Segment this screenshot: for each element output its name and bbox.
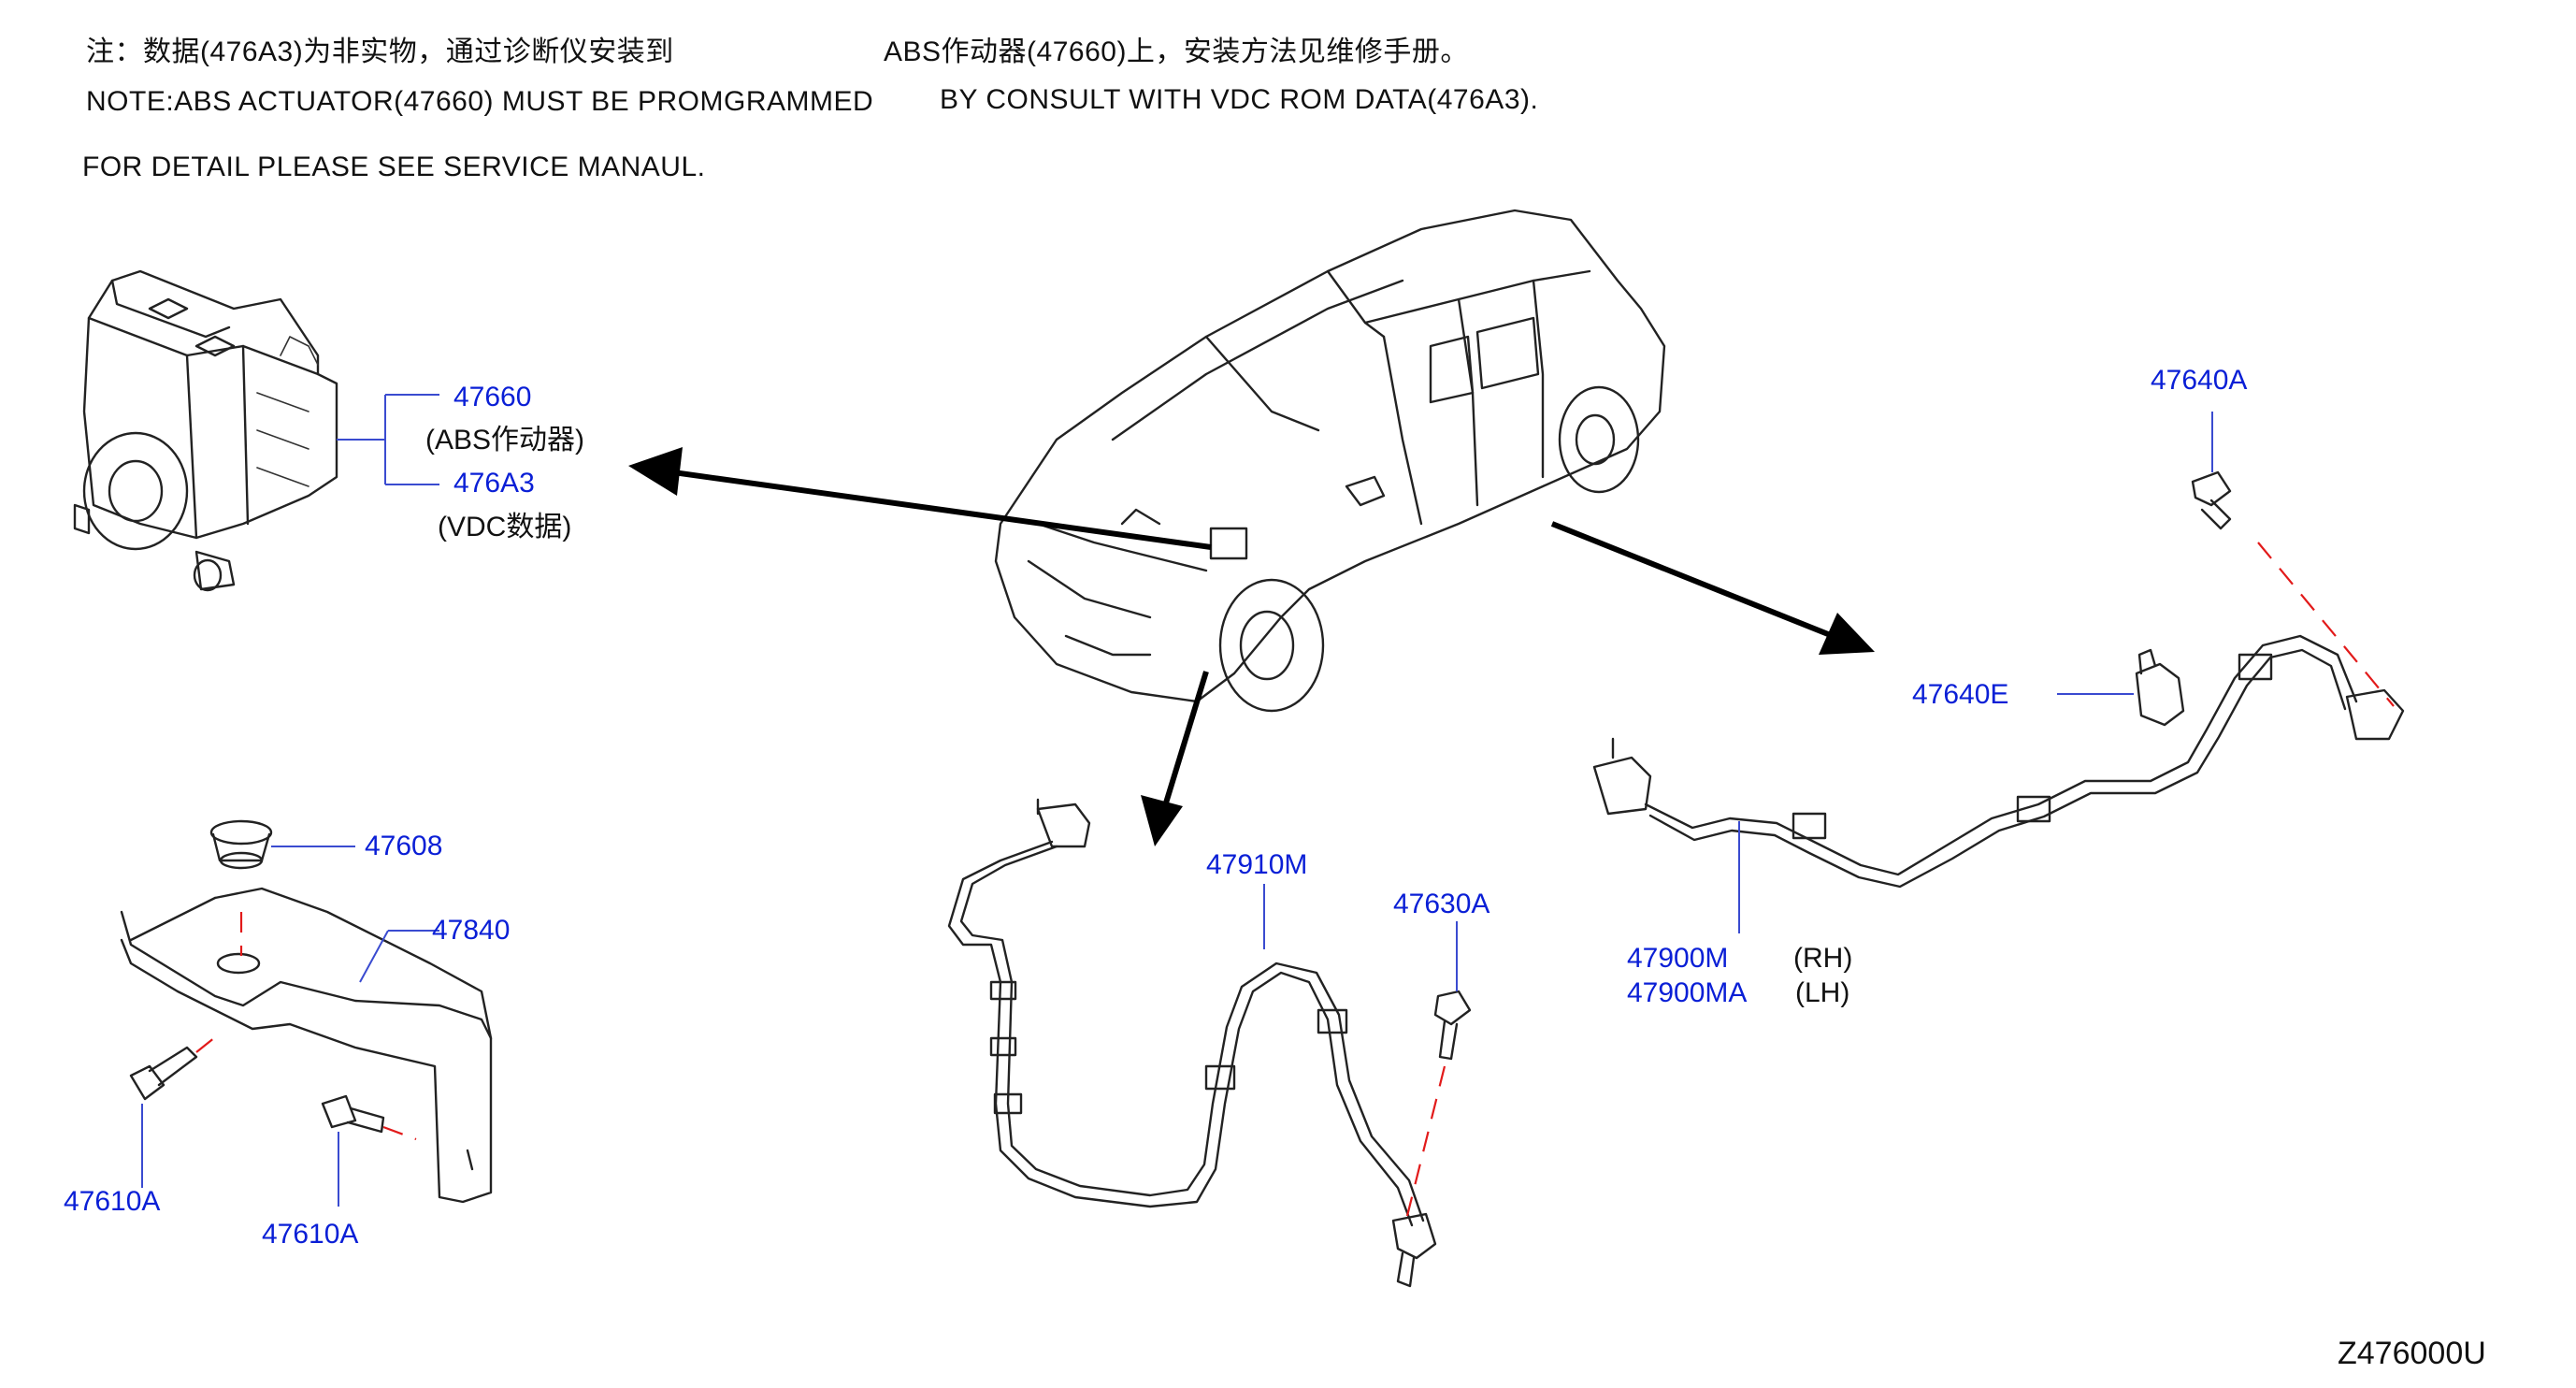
- part-desc-abs-actuator: (ABS作动器): [425, 425, 585, 455]
- note-english-line1-part2: BY CONSULT WITH VDC ROM DATA(476A3).: [940, 84, 1539, 115]
- bracket-drawing: [120, 887, 493, 1204]
- part-number-rear-sensor-rh: 47900M: [1627, 943, 1729, 974]
- front-sensor-drawing: [947, 798, 1437, 1288]
- part-number-front-sensor: 47910M: [1206, 849, 1308, 880]
- part-number-vdc-data: 476A3: [453, 468, 535, 499]
- part-desc-vdc-data: (VDC数据): [438, 512, 572, 542]
- part-number-grommet: 47608: [365, 831, 443, 861]
- diagram-code: Z476000U: [2338, 1336, 2486, 1371]
- grommet-drawing: [209, 819, 273, 870]
- part-number-rear-sensor-lh: 47900MA: [1627, 977, 1748, 1008]
- abs-actuator-drawing: [73, 269, 338, 592]
- front-bolt-drawing: [1433, 990, 1472, 1061]
- note-chinese-part1: 注：数据(476A3)为非实物，通过诊断仪安装到: [86, 36, 674, 67]
- part-number-bracket: 47840: [432, 915, 511, 946]
- rear-clip-drawing: [2135, 648, 2185, 727]
- part-number-rear-bolt: 47640A: [2151, 365, 2248, 396]
- note-english-line2: FOR DETAIL PLEASE SEE SERVICE MANAUL.: [82, 152, 706, 182]
- vehicle-drawing: [994, 209, 1666, 713]
- bolt-right-drawing: [321, 1094, 385, 1134]
- rear-sensor-drawing: [1592, 634, 2405, 889]
- rear-bolt-drawing: [2191, 470, 2232, 530]
- part-number-bolt-right: 47610A: [262, 1219, 359, 1250]
- note-chinese-part2: ABS作动器(47660)上，安装方法见维修手册。: [884, 36, 1469, 67]
- bolt-left-drawing: [129, 1046, 198, 1101]
- part-number-front-bolt: 47630A: [1393, 889, 1490, 919]
- part-number-bolt-left: 47610A: [64, 1186, 161, 1217]
- part-number-rear-clip: 47640E: [1912, 679, 2009, 710]
- side-label-rh: (RH): [1793, 943, 1853, 974]
- side-label-lh: (LH): [1795, 977, 1850, 1008]
- direction-arrows: [628, 447, 1875, 846]
- note-english-line1-part1: NOTE:ABS ACTUATOR(47660) MUST BE PROMGRA…: [86, 86, 874, 117]
- part-number-abs-actuator: 47660: [453, 382, 532, 412]
